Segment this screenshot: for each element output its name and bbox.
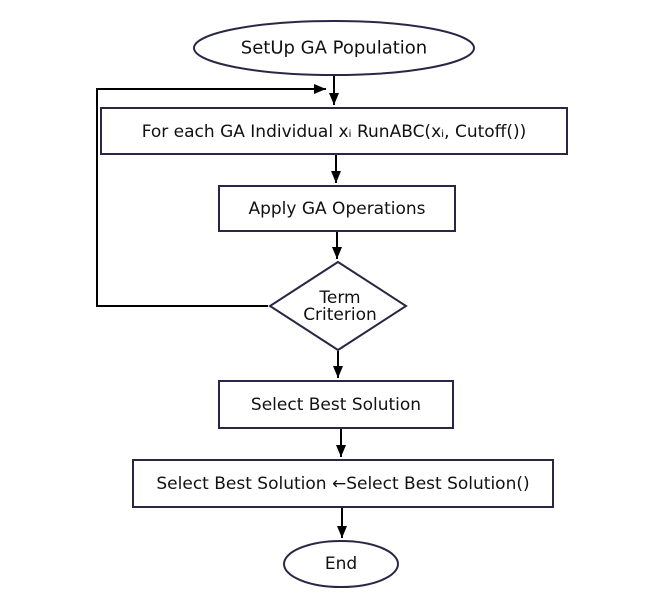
- node-run-abc: For each GA Individual xᵢ RunABC(xᵢ, Cut…: [100, 107, 568, 155]
- apply-ga-process-shape: [218, 185, 456, 232]
- assign-best-label: Select Best Solution ←Select Best Soluti…: [156, 474, 529, 494]
- select-best-process-shape: [218, 380, 454, 429]
- node-term-criterion: Term Criterion: [268, 260, 408, 352]
- run-abc-process-shape: [100, 107, 568, 155]
- start-terminator-shape: [193, 20, 475, 76]
- term-label-line1: Term: [318, 288, 360, 308]
- node-start: SetUp GA Population: [193, 20, 475, 76]
- run-abc-label: For each GA Individual xᵢ RunABC(xᵢ, Cut…: [142, 122, 527, 142]
- edge-loopback-term-to-runabc: [96, 84, 326, 307]
- assign-best-process-shape: [132, 459, 554, 508]
- end-terminator-shape: [283, 540, 399, 588]
- node-apply-ga: Apply GA Operations: [218, 185, 456, 232]
- node-end: End: [283, 540, 399, 588]
- select-best-label: Select Best Solution: [251, 395, 421, 415]
- term-label-line2: Criterion: [303, 305, 377, 325]
- apply-ga-label: Apply GA Operations: [248, 199, 425, 219]
- node-select-best: Select Best Solution: [218, 380, 454, 429]
- end-label: End: [325, 554, 357, 574]
- term-decision-shape: [268, 260, 408, 352]
- start-label: SetUp GA Population: [241, 38, 427, 59]
- flow-edges: [96, 76, 347, 538]
- node-assign-best: Select Best Solution ←Select Best Soluti…: [132, 459, 554, 508]
